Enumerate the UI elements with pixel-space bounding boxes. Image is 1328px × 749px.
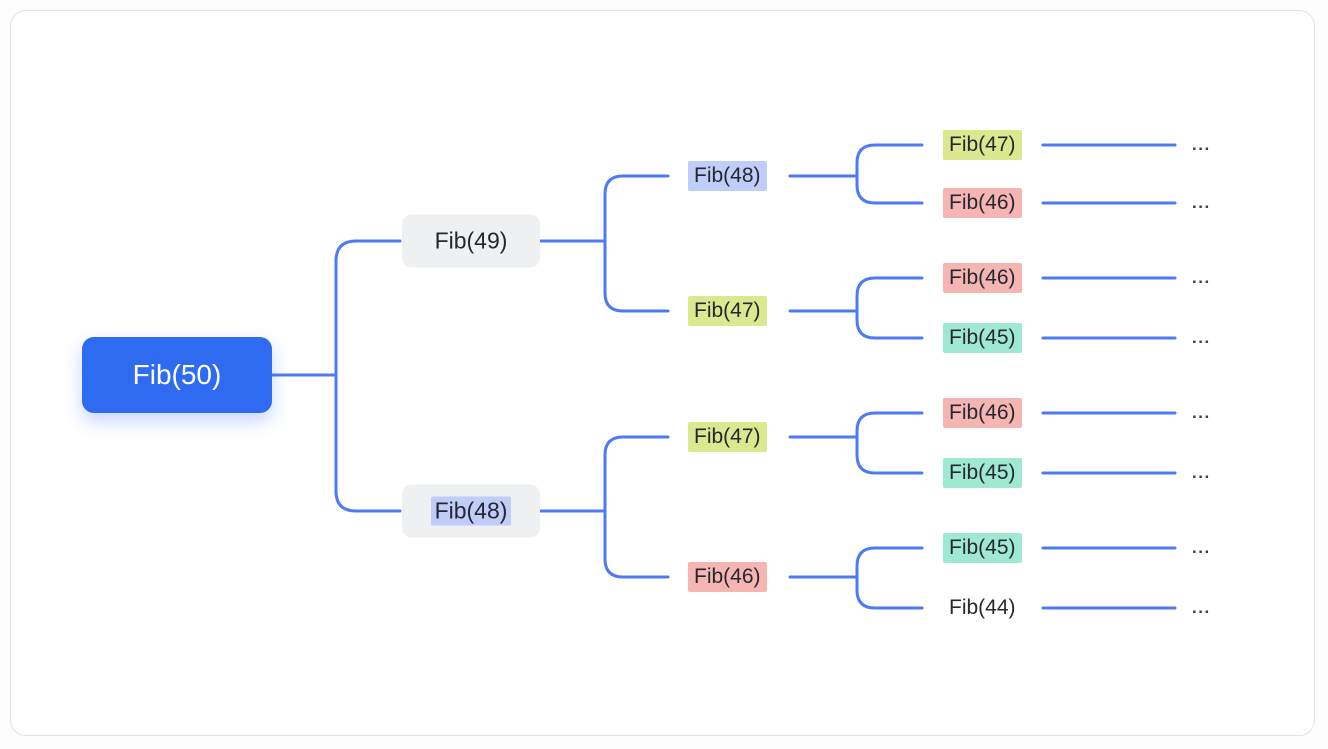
- tree-node-fib50[interactable]: Fib(50): [82, 337, 272, 413]
- connector-fib48: [538, 435, 670, 579]
- tree-node-fib48-level2[interactable]: Fib(48): [402, 484, 540, 538]
- tree-node-label: Fib(50): [132, 359, 222, 390]
- tree-node-label: Fib(45): [943, 323, 1022, 353]
- tree-node-label: Fib(48): [688, 161, 767, 191]
- tree-node-fib46-level4-c[interactable]: Fib(46): [943, 398, 1022, 428]
- tree-node-label: Fib(48): [430, 496, 512, 526]
- tree-node-fib45-level4-b[interactable]: Fib(45): [943, 458, 1022, 488]
- ellipsis-node-6[interactable]: ...: [1192, 463, 1211, 482]
- tree-node-fib47-level3-lower[interactable]: Fib(47): [688, 422, 767, 452]
- connector-l3-2: [788, 276, 924, 340]
- tree-node-fib44[interactable]: Fib(44): [943, 593, 1022, 623]
- connector-l3-3: [788, 411, 924, 475]
- ellipsis-node-1[interactable]: ...: [1192, 135, 1211, 154]
- tree-node-fib45-level4-a[interactable]: Fib(45): [943, 323, 1022, 353]
- tree-node-fib45-level4-c[interactable]: Fib(45): [943, 533, 1022, 563]
- tree-node-fib46-level4-a[interactable]: Fib(46): [943, 188, 1022, 218]
- tree-node-label: Fib(46): [943, 398, 1022, 428]
- ellipsis-node-5[interactable]: ...: [1192, 403, 1211, 422]
- tree-node-label: Fib(45): [943, 458, 1022, 488]
- tree-node-label: Fib(47): [688, 422, 767, 452]
- tree-node-label: Fib(49): [434, 227, 508, 254]
- tree-node-label: Fib(47): [688, 296, 767, 326]
- tree-node-fib46-level3[interactable]: Fib(46): [688, 562, 767, 592]
- tree-node-label: Fib(46): [943, 263, 1022, 293]
- tree-node-fib46-level4-b[interactable]: Fib(46): [943, 263, 1022, 293]
- connector-root: [270, 239, 402, 513]
- tree-node-label: Fib(46): [688, 562, 767, 592]
- ellipsis-node-4[interactable]: ...: [1192, 328, 1211, 347]
- tree-node-label: Fib(47): [943, 130, 1022, 160]
- tree-node-label: Fib(45): [943, 533, 1022, 563]
- tree-node-fib48-level3[interactable]: Fib(48): [688, 161, 767, 191]
- ellipsis-node-7[interactable]: ...: [1192, 538, 1211, 557]
- tree-node-label: Fib(46): [943, 188, 1022, 218]
- tree-node-fib47-level4[interactable]: Fib(47): [943, 130, 1022, 160]
- ellipsis-node-2[interactable]: ...: [1192, 193, 1211, 212]
- connector-l4-ellipsis: [1041, 143, 1177, 610]
- ellipsis-node-3[interactable]: ...: [1192, 268, 1211, 287]
- tree-node-label: Fib(44): [949, 596, 1016, 619]
- connector-l3-1: [788, 143, 924, 205]
- ellipsis-node-8[interactable]: ...: [1192, 598, 1211, 617]
- connector-l3-4: [788, 546, 924, 610]
- tree-node-fib49[interactable]: Fib(49): [402, 214, 540, 268]
- connector-fib49: [538, 174, 670, 313]
- tree-node-fib47-level3-upper[interactable]: Fib(47): [688, 296, 767, 326]
